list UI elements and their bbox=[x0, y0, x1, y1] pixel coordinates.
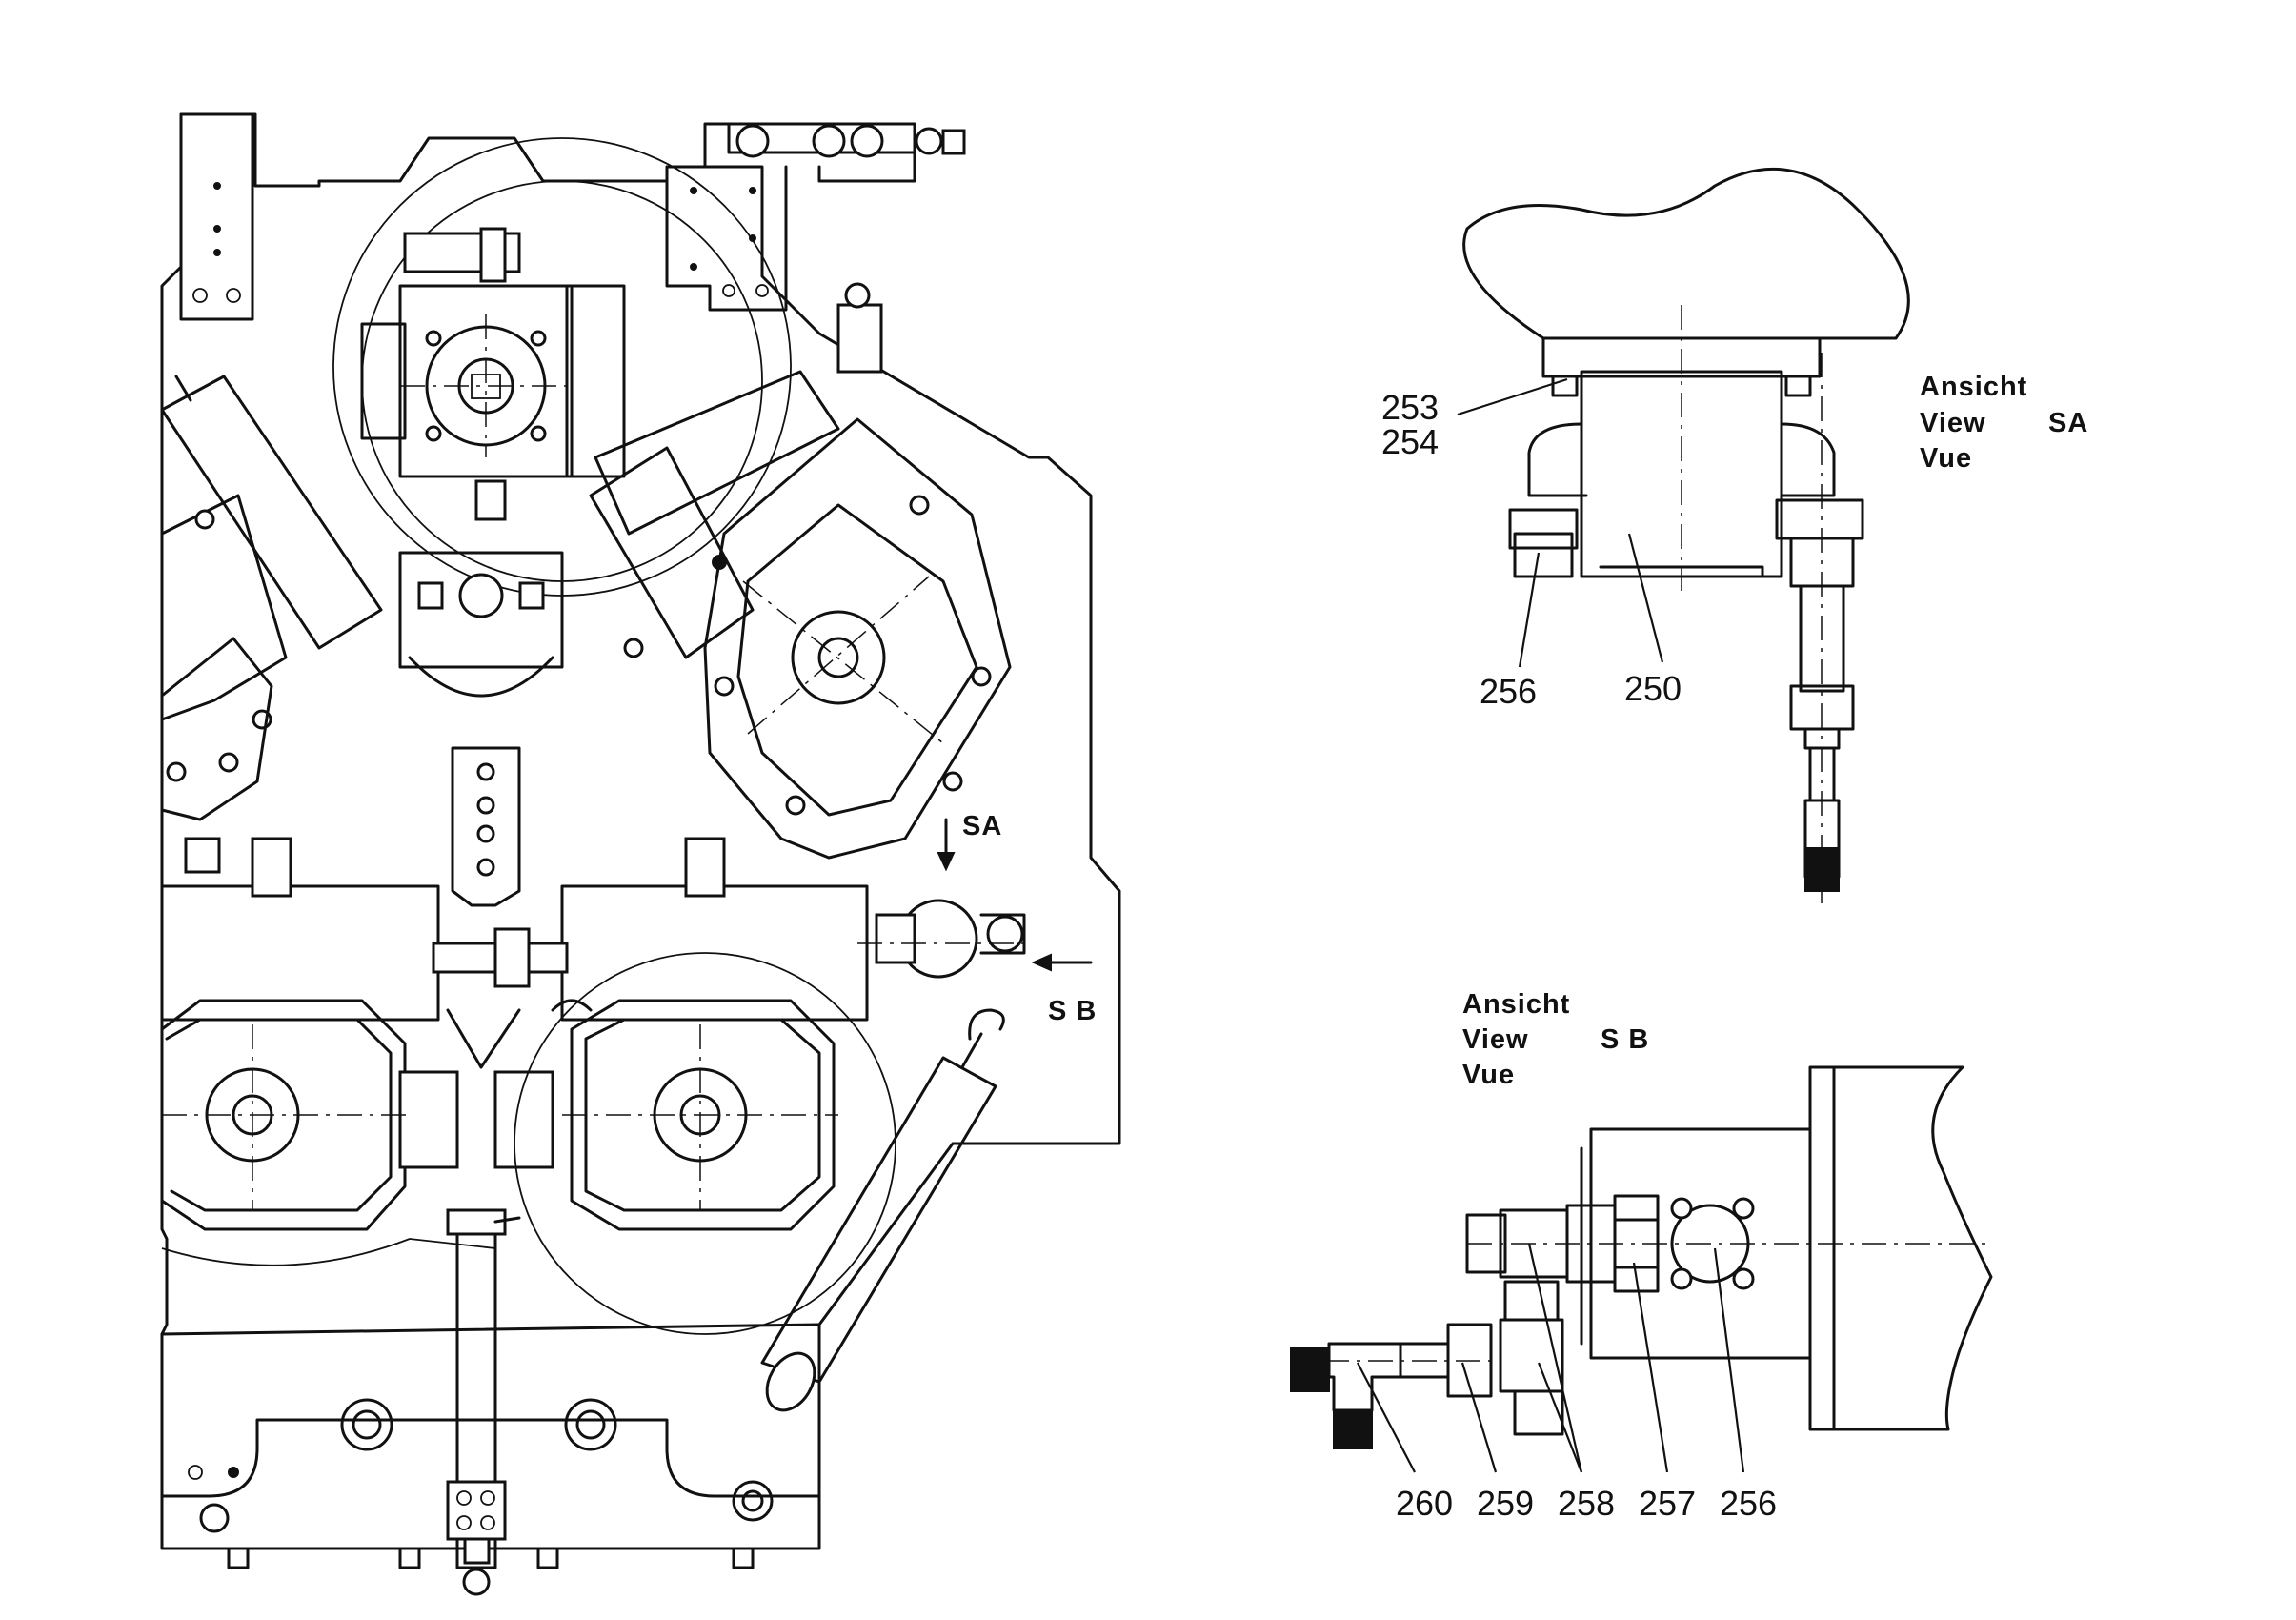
main-pump-assembly-view: SA S B bbox=[160, 112, 1121, 1596]
part-label-254: 254 bbox=[1381, 422, 1439, 461]
view-sb-code: S B bbox=[1601, 1024, 1649, 1055]
part-label-259: 259 bbox=[1477, 1484, 1534, 1523]
view-sa-caption-line-3: Vue bbox=[1920, 443, 1972, 474]
part-label-260: 260 bbox=[1396, 1484, 1453, 1523]
arrow-sa-label: SA bbox=[962, 811, 1002, 841]
view-sb-caption-line-2: View bbox=[1462, 1024, 1529, 1055]
view-sb-caption-line-3: Vue bbox=[1462, 1060, 1515, 1090]
view-sb-detail: Ansicht View Vue S B bbox=[1290, 989, 1993, 1523]
part-label-256-sa: 256 bbox=[1480, 672, 1537, 711]
part-label-250: 250 bbox=[1624, 669, 1682, 708]
part-label-257: 257 bbox=[1639, 1484, 1696, 1523]
view-sa-detail: 253 254 256 250 Ansicht View Vue SA bbox=[1381, 168, 2088, 905]
part-label-253: 253 bbox=[1381, 388, 1439, 427]
view-sa-caption-line-2: View bbox=[1920, 408, 1986, 438]
view-sb-caption-line-1: Ansicht bbox=[1462, 989, 1570, 1020]
arrow-sb-label: S B bbox=[1048, 996, 1097, 1026]
part-label-258: 258 bbox=[1558, 1484, 1615, 1523]
view-sa-code: SA bbox=[2048, 408, 2088, 438]
view-sa-caption-line-1: Ansicht bbox=[1920, 372, 2027, 402]
part-label-256-sb: 256 bbox=[1720, 1484, 1777, 1523]
